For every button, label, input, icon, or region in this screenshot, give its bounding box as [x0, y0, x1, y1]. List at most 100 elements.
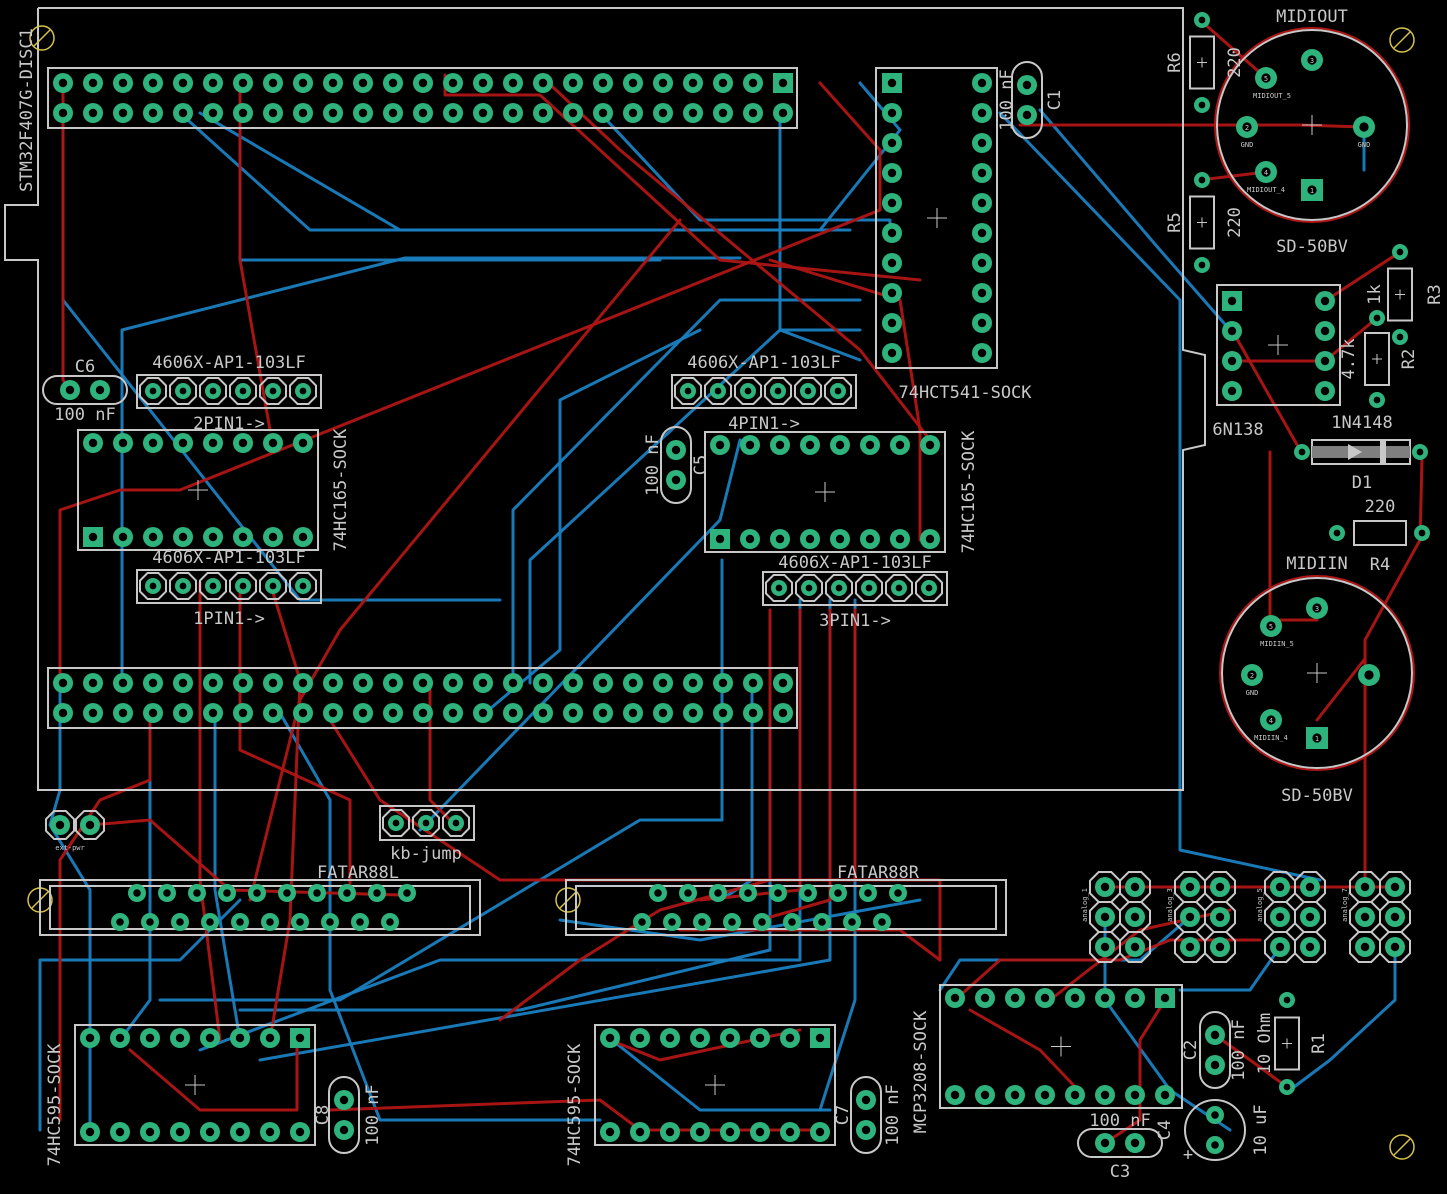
drill-hole [865, 584, 873, 592]
drill-hole [568, 78, 578, 88]
drill-hole [85, 1127, 95, 1137]
drill-hole [239, 387, 247, 395]
drill-hole [895, 534, 905, 544]
pin-label: MIDIIN_4 [1254, 734, 1288, 742]
drill-hole [718, 108, 728, 118]
drill-hole [638, 918, 646, 926]
capacitor-c6-outline [42, 375, 128, 405]
resistor-r4-name: R4 [1370, 555, 1390, 575]
resistor-r3-body [1387, 267, 1413, 322]
drill-hole [1320, 356, 1330, 366]
resistor-r2-name: R2 [1399, 349, 1419, 369]
drill-hole [887, 318, 897, 328]
drill-hole [208, 108, 218, 118]
resistor-r4-body [1353, 520, 1407, 546]
drill-hole [268, 438, 278, 448]
drill-hole [977, 348, 987, 358]
drill-hole [326, 918, 334, 926]
bottom-trace [1288, 945, 1397, 1092]
drill-hole [887, 228, 897, 238]
drill-hole [178, 678, 188, 688]
drill-hole [744, 387, 752, 395]
drill-hole [805, 534, 815, 544]
drill-hole [785, 1033, 795, 1043]
fiducial-mark [33, 29, 51, 47]
drill-hole [209, 387, 217, 395]
drill-hole [163, 889, 171, 897]
drill-hole [1275, 942, 1285, 952]
drill-hole [88, 78, 98, 88]
top-trace [88, 818, 402, 897]
diode-d1-value: 1N4148 [1331, 413, 1392, 433]
pad-outline [765, 574, 793, 602]
drill-hole [1283, 996, 1291, 1004]
drill-hole [148, 78, 158, 88]
diode-symbol-icon [1348, 444, 1362, 460]
capacitor-c7-outline [850, 1076, 882, 1154]
drill-hole [508, 678, 518, 688]
trimmer-pot-1-pin-label: 2PIN1-> [193, 414, 265, 434]
drill-hole [392, 819, 400, 827]
drill-hole [538, 78, 548, 88]
drill-hole [239, 582, 247, 590]
drill-hole [745, 440, 755, 450]
drill-hole [1100, 912, 1110, 922]
drill-hole [748, 108, 758, 118]
drill-hole [418, 78, 428, 88]
drill-hole [358, 678, 368, 688]
drill-hole [296, 918, 304, 926]
drill-hole [684, 889, 692, 897]
drill-hole [358, 108, 368, 118]
drill-hole [568, 108, 578, 118]
drill-hole [58, 108, 68, 118]
drill-hole [58, 708, 68, 718]
bottom-trace [998, 111, 1322, 882]
drill-hole [205, 1033, 215, 1043]
trimmer-pot-2-pin-label: 1PIN1-> [193, 609, 265, 629]
drill-hole [778, 708, 788, 718]
drill-hole [725, 1033, 735, 1043]
drill-hole [478, 708, 488, 718]
drill-hole [977, 228, 987, 238]
header-pad-outline [1089, 931, 1121, 963]
drill-hole [1305, 912, 1315, 922]
drill-hole [718, 78, 728, 88]
drill-hole [835, 440, 845, 450]
drill-hole [118, 532, 128, 542]
drill-hole [887, 168, 897, 178]
drill-hole [1305, 882, 1315, 892]
capacitor-c1-name: C1 [1045, 90, 1065, 110]
drill-hole [418, 678, 428, 688]
drill-hole [628, 108, 638, 118]
drill-hole [748, 678, 758, 688]
drill-hole [1373, 314, 1381, 322]
drill-hole [688, 78, 698, 88]
drill-hole [1227, 386, 1237, 396]
drill-hole [298, 678, 308, 688]
pin-label: MIDIOUT_4 [1247, 186, 1285, 194]
drill-hole [478, 108, 488, 118]
drill-hole [88, 678, 98, 688]
kb-jump-outline [379, 805, 475, 841]
drill-hole [804, 889, 812, 897]
drill-hole [788, 918, 796, 926]
drill-hole [865, 534, 875, 544]
bottom-trace [598, 111, 892, 242]
capacitor-c3-value: 100 nF [1089, 1111, 1150, 1131]
midi-in-connector-value: SD-50BV [1281, 786, 1353, 806]
drill-hole [149, 387, 157, 395]
drill-hole [698, 918, 706, 926]
drill-hole [238, 708, 248, 718]
drill-hole [774, 387, 782, 395]
top-trace [758, 608, 832, 922]
pad-outline [199, 377, 227, 405]
fiducial-mark [559, 891, 577, 909]
pad-outline [704, 377, 732, 405]
adc-mcp3208-label: MCP3208-SOCK [911, 1010, 931, 1134]
drill-hole [148, 678, 158, 688]
fiducial-mark [29, 25, 55, 51]
drill-hole [268, 532, 278, 542]
pad-outline [289, 572, 317, 600]
drill-hole [1160, 1090, 1170, 1100]
